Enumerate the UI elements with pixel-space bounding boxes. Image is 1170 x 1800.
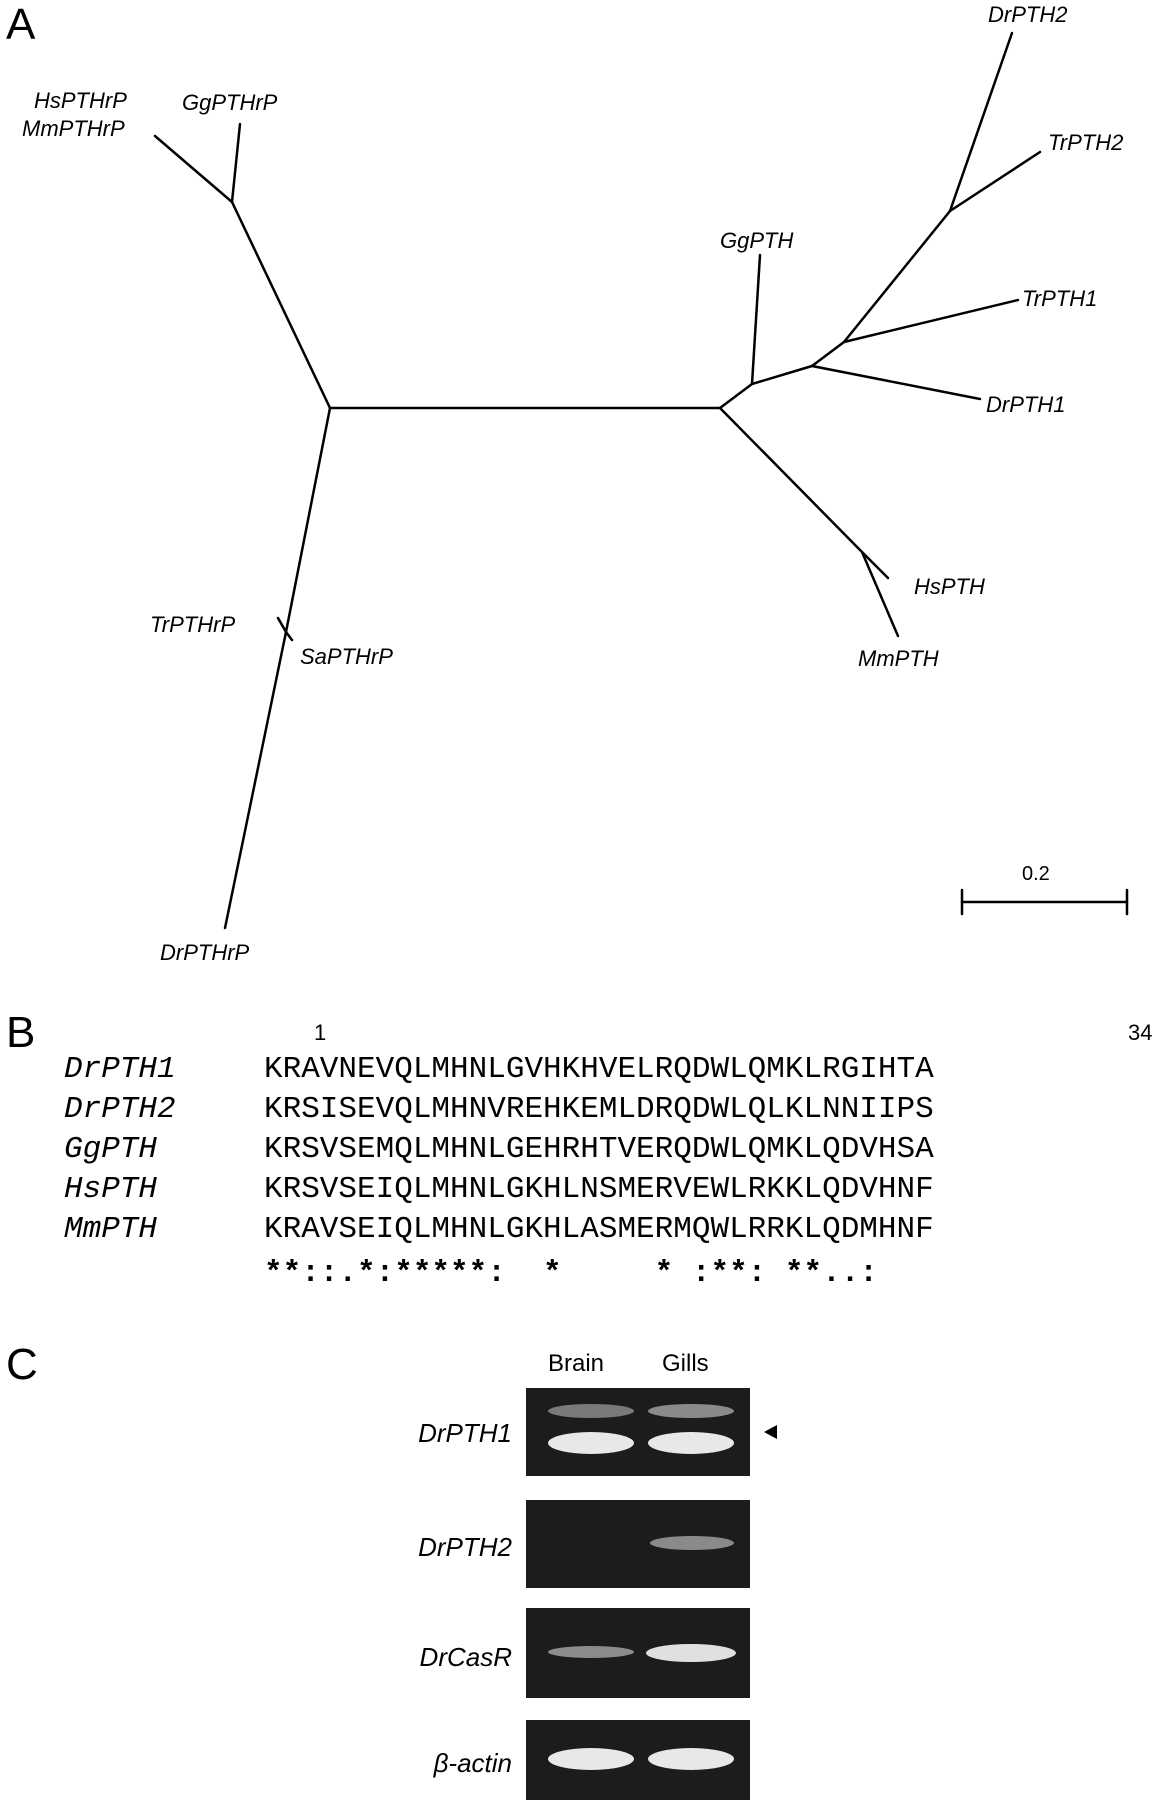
taxon-label: MmPTHrP xyxy=(22,116,125,141)
phylogenetic-tree: HsPTHrP MmPTHrP GgPTHrP TrPTHrP SaPTHrP … xyxy=(22,2,1129,965)
alignment-row-sequence: KRAVSEIQLMHNLGKHLASMERMQWLRRKLQDMHNF xyxy=(264,1212,934,1247)
gel-image-drpth1 xyxy=(526,1388,750,1476)
taxon-label: TrPTH2 xyxy=(1048,130,1123,155)
alignment-row-sequence: KRAVNEVQLMHNLGVHKHVELRQDWLQMKLRGIHTA xyxy=(264,1052,934,1087)
tree-branch xyxy=(718,382,754,410)
taxon-label: SaPTHrP xyxy=(300,644,393,669)
tree-branch xyxy=(230,122,242,204)
alignment-row-sequence: KRSVSEIQLMHNLGKHLNSMERVEWLRKKLQDVHNF xyxy=(264,1172,934,1207)
gel-row-label: DrPTH2 xyxy=(418,1532,512,1562)
taxon-label: TrPTH1 xyxy=(1022,286,1097,311)
gel-band xyxy=(648,1748,734,1770)
taxon-label: MmPTH xyxy=(858,646,939,671)
gel-band xyxy=(648,1432,734,1454)
gel-row-label: β-actin xyxy=(433,1748,512,1778)
taxon-label: GgPTH xyxy=(720,228,793,253)
tree-branch xyxy=(948,31,1014,213)
taxon-label: TrPTHrP xyxy=(150,612,235,637)
alignment-start-position: 1 xyxy=(314,1020,327,1045)
taxon-label: HsPTHrP xyxy=(34,88,127,113)
alignment-row-sequence: KRSISEVQLMHNVREHKEMLDRQDWLQLKLNNIIPS xyxy=(264,1092,934,1127)
taxon-label: DrPTH1 xyxy=(986,392,1065,417)
tree-branch xyxy=(948,150,1042,213)
tree-branch xyxy=(153,134,234,204)
tree-branch xyxy=(750,364,814,386)
tree-branch xyxy=(750,253,762,386)
panel-label-a: A xyxy=(6,0,36,49)
tree-branch xyxy=(276,616,288,634)
taxon-label: HsPTH xyxy=(914,574,985,599)
tree-branch xyxy=(810,340,846,368)
tree-branch xyxy=(860,550,900,638)
conservation-line: **::.*:*****: * * :**: **..: xyxy=(264,1256,878,1291)
panel-label-c: C xyxy=(6,1340,38,1389)
alignment-row-name: GgPTH xyxy=(64,1132,158,1167)
gel-band xyxy=(548,1748,634,1770)
tree-branch xyxy=(842,209,952,344)
tree-branch xyxy=(230,200,332,410)
alignment-row-sequence: KRSVSEMQLMHNLGEHRHTVERQDWLQMKLQDVHSA xyxy=(264,1132,934,1167)
panel-label-b: B xyxy=(6,1008,36,1057)
gel-band xyxy=(648,1404,734,1418)
tree-branch xyxy=(718,406,864,554)
gel-image-drcasr xyxy=(526,1608,750,1698)
gel-band xyxy=(548,1646,634,1658)
taxon-label: GgPTHrP xyxy=(182,90,278,115)
gel-column-gills: Gills xyxy=(662,1350,709,1377)
tree-branch xyxy=(284,406,332,634)
alignment-end-position: 34 xyxy=(1128,1020,1153,1045)
alignment-row-name: DrPTH1 xyxy=(64,1052,176,1087)
gel-row-label: DrPTH1 xyxy=(418,1418,512,1448)
alignment-row-name: MmPTH xyxy=(64,1212,158,1247)
tree-branch xyxy=(860,550,890,580)
gel-row-label: DrCasR xyxy=(419,1642,512,1672)
gel-band xyxy=(646,1644,736,1662)
gel-column-brain: Brain xyxy=(548,1350,605,1377)
band-arrowhead-icon xyxy=(764,1425,777,1439)
taxon-label: DrPTH2 xyxy=(988,2,1067,27)
scale-bar-label: 0.2 xyxy=(1022,863,1050,885)
gel-image-drpth2 xyxy=(526,1500,750,1588)
gel-band xyxy=(650,1536,734,1550)
tree-branch xyxy=(810,364,982,401)
tree-branch xyxy=(223,630,288,930)
alignment-row-name: DrPTH2 xyxy=(64,1092,176,1127)
gel-band xyxy=(548,1404,634,1418)
tree-branch xyxy=(842,298,1020,344)
gel-band xyxy=(548,1432,634,1454)
taxon-label: DrPTHrP xyxy=(160,940,250,965)
alignment-row-name: HsPTH xyxy=(64,1172,158,1207)
gel-image-beta-actin xyxy=(526,1720,750,1800)
